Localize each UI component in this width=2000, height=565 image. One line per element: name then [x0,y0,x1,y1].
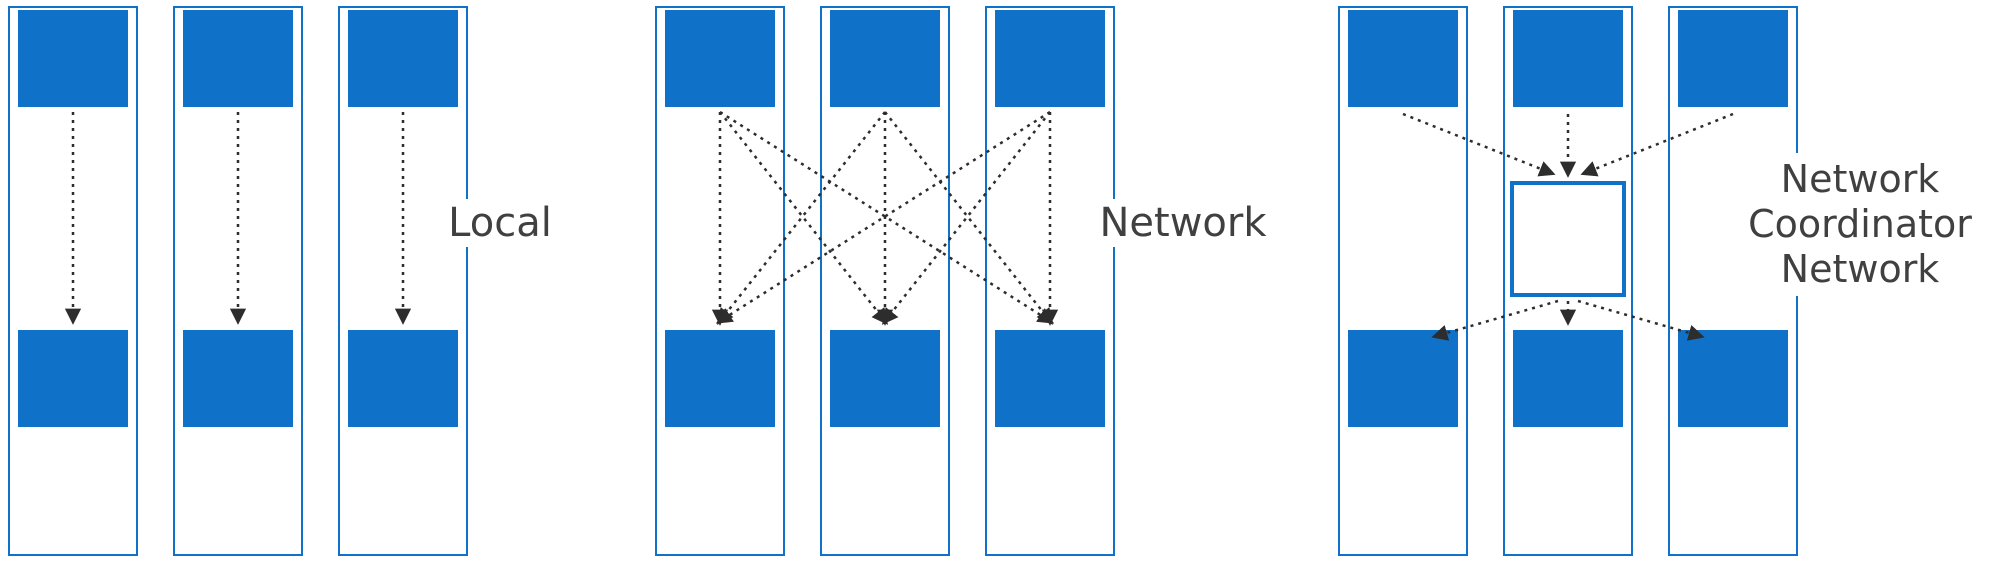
device-node-top [183,10,293,107]
device-node-top [18,10,128,107]
device-node-bottom [348,330,458,427]
device-node-top [1678,10,1788,107]
device-node-bottom [995,330,1105,427]
label-line: Network [1780,247,1940,291]
device-node-top [830,10,940,107]
device-node-bottom [18,330,128,427]
device-node-bottom [1513,330,1623,427]
label-line: Network [1780,157,1940,201]
device-node-top [1513,10,1623,107]
device-node-top [665,10,775,107]
label-line: Coordinator [1748,202,1972,246]
label-network-coordinator-network: Network Coordinator Network [1722,153,1998,296]
label-network: Network [1078,199,1288,247]
label-local: Local [418,199,582,247]
device-node-top [995,10,1105,107]
device-node-bottom [830,330,940,427]
device-node-top [1348,10,1458,107]
device-node-bottom [183,330,293,427]
device-node-bottom [1348,330,1458,427]
coordinator-node [1510,181,1626,297]
device-node-top [348,10,458,107]
device-node-bottom [1678,330,1788,427]
device-node-bottom [665,330,775,427]
